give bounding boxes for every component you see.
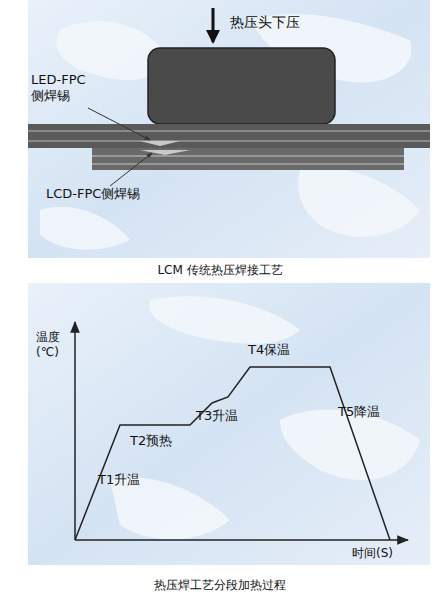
part-label: LCD-FPC侧焊锡 <box>46 186 140 202</box>
map-shapes <box>110 296 420 539</box>
axis-label: 时间(S) <box>352 546 393 561</box>
arrow-label: 热压头下压 <box>230 14 300 32</box>
stage-label: T3升温 <box>196 408 238 424</box>
leader-line <box>88 108 150 140</box>
stage-label: T4保温 <box>248 342 290 358</box>
x-axis <box>75 539 408 541</box>
stage-label: T2预热 <box>130 433 172 449</box>
led-fpc <box>28 124 430 148</box>
y-axis <box>74 322 76 540</box>
temperature-curve <box>75 367 390 540</box>
part-label: LED-FPC 侧焊锡 <box>31 72 95 105</box>
hot-press-head <box>148 48 335 124</box>
stage-label: T5降温 <box>338 404 380 420</box>
caption: 热压焊工艺分段加热过程 <box>154 578 286 593</box>
leader-line <box>110 153 152 186</box>
caption: LCM 传统热压焊接工艺 <box>157 263 282 278</box>
stage-label: T1升温 <box>98 472 140 488</box>
solder <box>140 150 190 155</box>
press-arrowhead <box>206 30 220 44</box>
axis-label: 温度 (℃) <box>36 330 70 360</box>
panel-background <box>28 0 430 258</box>
lcd-fpc <box>92 148 404 170</box>
panel-background <box>28 283 430 565</box>
solder <box>140 141 180 146</box>
